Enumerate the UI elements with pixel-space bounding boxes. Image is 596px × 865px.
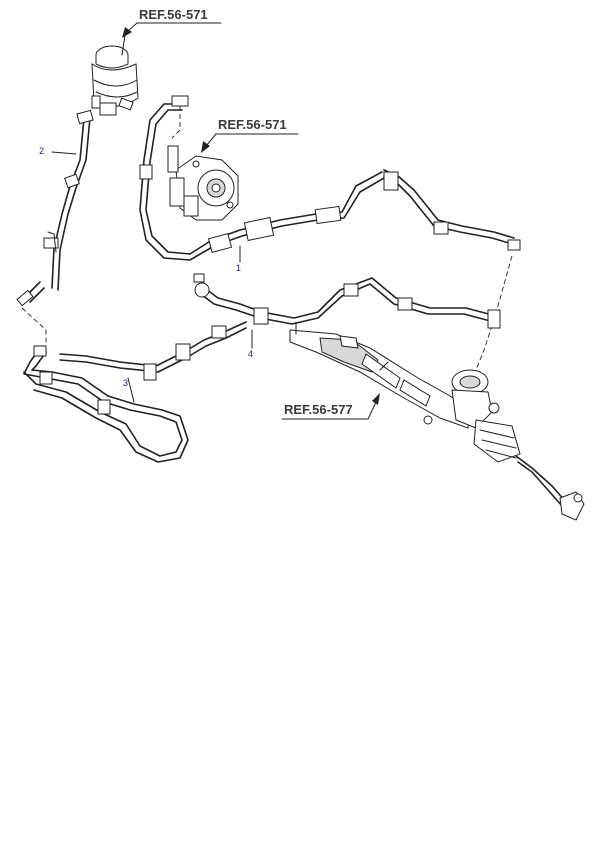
gear-reference: REF.56-577 [281,393,380,420]
steering-pump [167,145,239,221]
hose-3-callout: 3 [123,378,128,388]
hose-4-callout: 4 [248,349,253,359]
pump-reference: REF.56-571 [201,117,299,153]
pump-reference-arrow [201,141,210,153]
reservoir-reference-label: REF.56-571 [139,7,208,22]
gear-reference-arrow [372,393,380,405]
hose-2-callout: 2 [39,146,44,156]
cooler-hose-3: 3 [23,345,189,463]
return-hose-2: 2 [16,109,94,307]
reservoir [91,34,139,116]
connector-dash-pump [171,106,181,139]
return-hose-4: 4 [59,273,501,373]
pump-reference-label: REF.56-571 [218,117,287,132]
pressure-hose-1: 1 [139,95,521,273]
connector-dash-gear [471,255,513,381]
hose-1-callout: 1 [236,263,241,273]
connector-dash-left [21,307,47,350]
reservoir-reference: REF.56-571 [122,7,222,38]
gear-reference-label: REF.56-577 [284,402,353,417]
steering-gear [289,321,585,521]
